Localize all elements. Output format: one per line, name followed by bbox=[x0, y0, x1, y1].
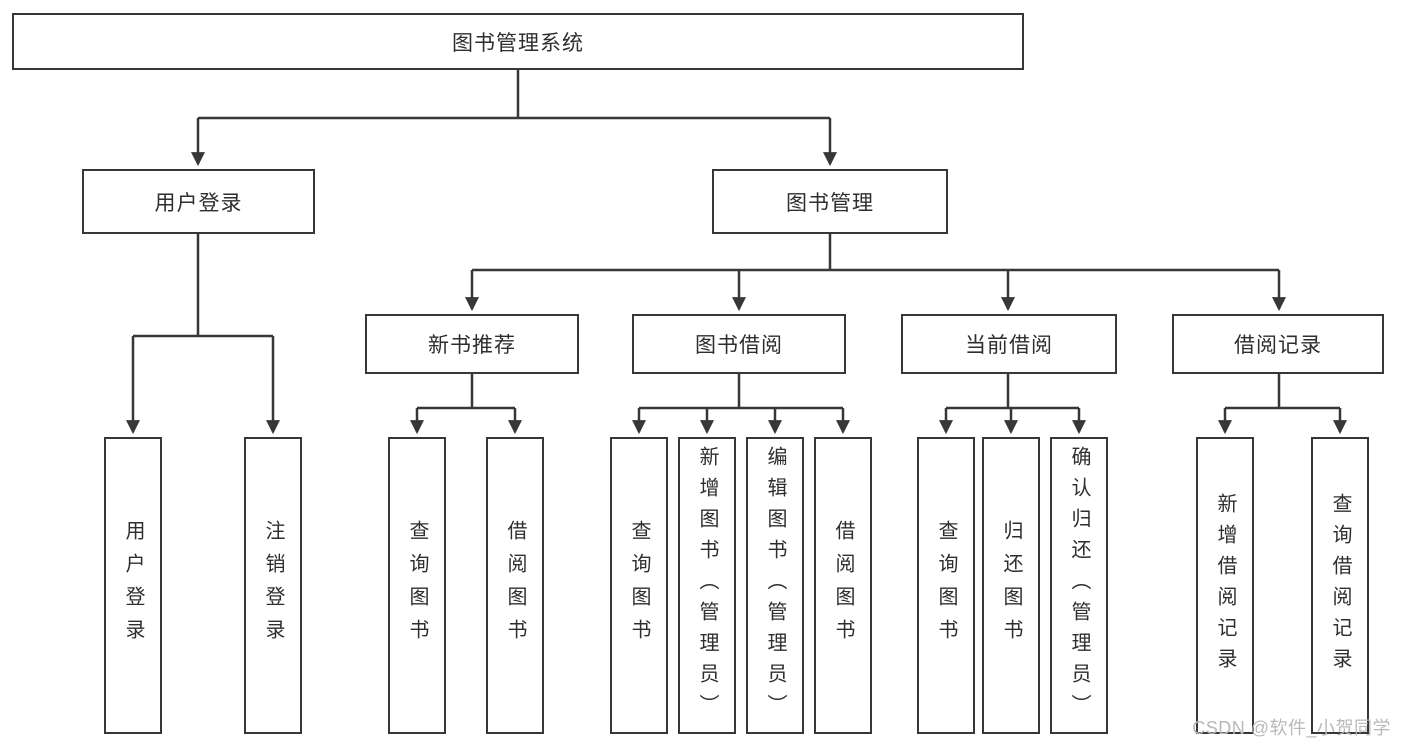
leaf-borrow-query-books-label: 查询图书 bbox=[628, 519, 650, 652]
leaf-add-books-admin: 新增图书（管理员） bbox=[678, 437, 736, 734]
leaf-add-books-admin-label: 新增图书（管理员） bbox=[696, 446, 718, 725]
leaf-recommend-query-books-label: 查询图书 bbox=[406, 519, 428, 652]
connector-recommend-split bbox=[417, 374, 515, 410]
node-book-borrow-label: 图书借阅 bbox=[695, 334, 783, 357]
leaf-borrow-query-books: 查询图书 bbox=[610, 437, 668, 734]
connector-login-split bbox=[133, 234, 273, 338]
leaf-user-login-label: 用户登录 bbox=[122, 519, 144, 652]
connector-records-split bbox=[1225, 374, 1340, 410]
leaf-return-books: 归还图书 bbox=[982, 437, 1040, 734]
leaf-recommend-borrow-books-label: 借阅图书 bbox=[504, 519, 526, 652]
leaf-confirm-return-admin: 确认归还（管理员） bbox=[1050, 437, 1108, 734]
leaf-edit-books-admin-label: 编辑图书（管理员） bbox=[764, 446, 786, 725]
node-root-label: 图书管理系统 bbox=[452, 31, 584, 55]
node-current-borrow-label: 当前借阅 bbox=[965, 334, 1053, 357]
csdn-watermark: CSDN @软件_小贺同学 bbox=[1192, 718, 1391, 738]
leaf-confirm-return-admin-label: 确认归还（管理员） bbox=[1068, 446, 1090, 725]
node-user-login: 用户登录 bbox=[82, 169, 315, 234]
node-borrow-records: 借阅记录 bbox=[1172, 314, 1384, 374]
leaf-add-borrow-record-label: 新增借阅记录 bbox=[1214, 492, 1236, 679]
leaf-logout-label: 注销登录 bbox=[262, 519, 284, 652]
leaf-borrow-books: 借阅图书 bbox=[814, 437, 872, 734]
leaf-recommend-query-books: 查询图书 bbox=[388, 437, 446, 734]
connector-root-split bbox=[198, 69, 830, 120]
connector-management-split bbox=[472, 234, 1279, 272]
node-user-login-label: 用户登录 bbox=[154, 191, 243, 215]
node-root: 图书管理系统 bbox=[12, 13, 1024, 70]
leaf-borrow-books-label: 借阅图书 bbox=[832, 519, 854, 652]
leaf-user-login: 用户登录 bbox=[104, 437, 162, 734]
node-book-borrow: 图书借阅 bbox=[632, 314, 846, 374]
leaf-edit-books-admin: 编辑图书（管理员） bbox=[746, 437, 804, 734]
node-borrow-records-label: 借阅记录 bbox=[1234, 334, 1322, 357]
node-current-borrow: 当前借阅 bbox=[901, 314, 1117, 374]
leaf-current-query-books-label: 查询图书 bbox=[935, 519, 957, 652]
leaf-query-borrow-record-label: 查询借阅记录 bbox=[1329, 492, 1351, 679]
leaf-logout: 注销登录 bbox=[244, 437, 302, 734]
leaf-recommend-borrow-books: 借阅图书 bbox=[486, 437, 544, 734]
connector-current-split bbox=[946, 374, 1079, 410]
leaf-query-borrow-record: 查询借阅记录 bbox=[1311, 437, 1369, 734]
connector-borrow-split bbox=[639, 374, 843, 410]
node-book-management: 图书管理 bbox=[712, 169, 948, 234]
node-book-management-label: 图书管理 bbox=[786, 191, 874, 215]
leaf-current-query-books: 查询图书 bbox=[917, 437, 975, 734]
node-new-book-recommend: 新书推荐 bbox=[365, 314, 579, 374]
node-new-book-recommend-label: 新书推荐 bbox=[428, 334, 516, 357]
leaf-return-books-label: 归还图书 bbox=[1000, 519, 1022, 652]
leaf-add-borrow-record: 新增借阅记录 bbox=[1196, 437, 1254, 734]
